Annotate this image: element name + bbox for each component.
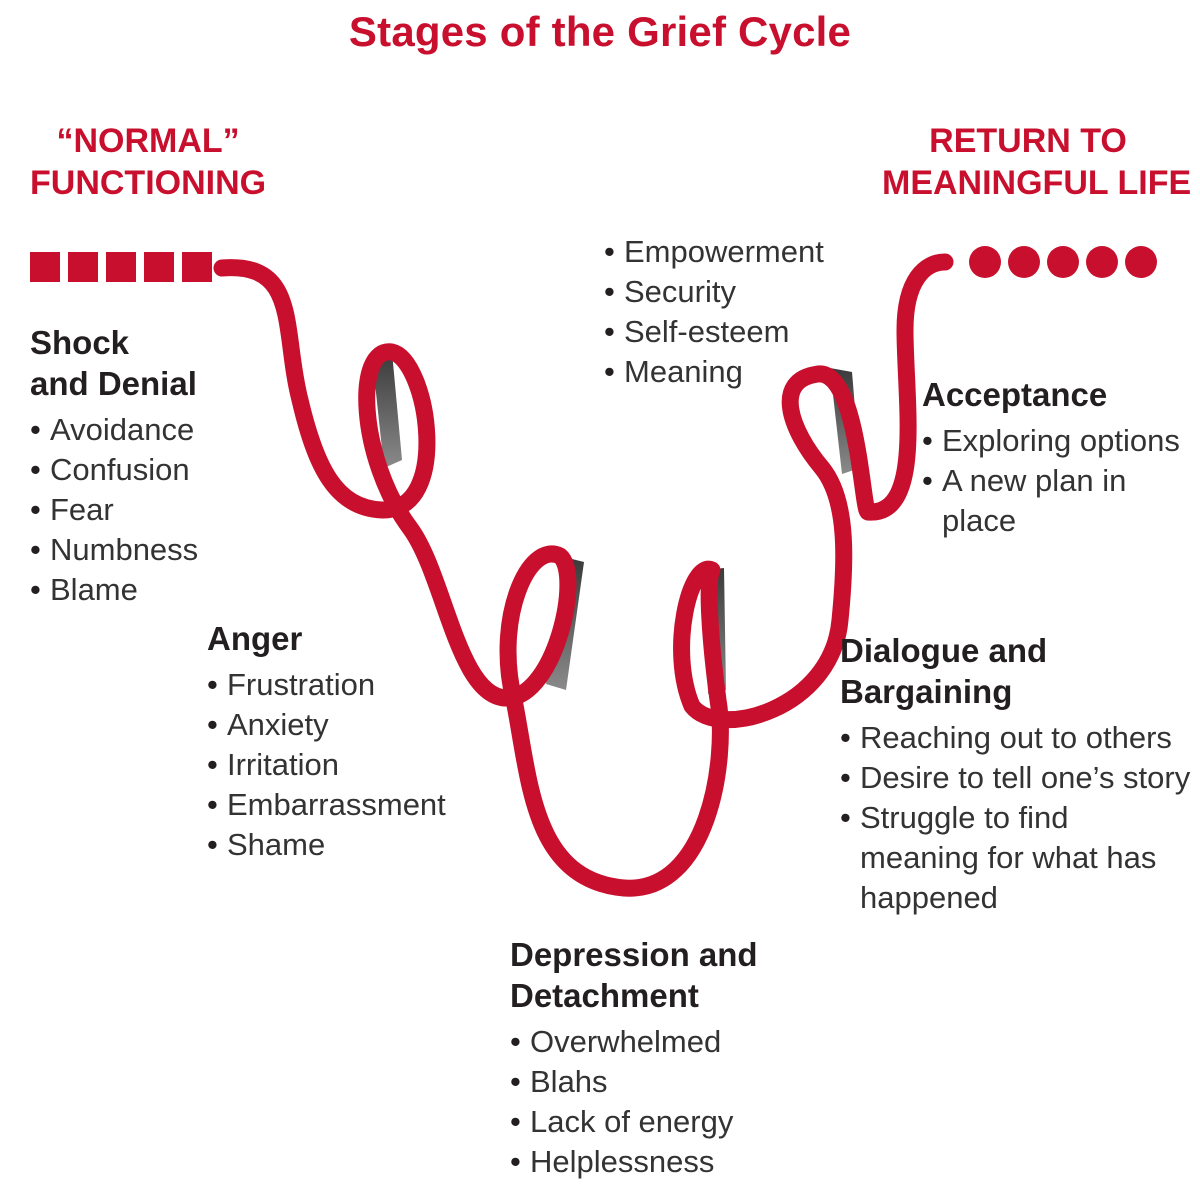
end-label-line2: MEANINGFUL LIFE	[882, 164, 1192, 202]
stage-acceptance: Acceptance Exploring options A new plan …	[922, 374, 1182, 541]
start-squares	[30, 252, 212, 282]
list-item: Confusion	[30, 450, 198, 490]
stage-items: Overwhelmed Blahs Lack of energy Helples…	[510, 1022, 758, 1182]
stage-anger: Anger Frustration Anxiety Irritation Emb…	[207, 618, 446, 865]
list-item: Helplessness	[510, 1142, 758, 1182]
stage-items: Empowerment Security Self-esteem Meaning	[604, 232, 824, 392]
list-item: Embarrassment	[207, 785, 446, 825]
list-item: Lack of energy	[510, 1102, 758, 1142]
start-label-line1: “NORMAL”	[56, 122, 240, 160]
stage-dialogue-and-bargaining: Dialogue and Bargaining Reaching out to …	[840, 630, 1190, 918]
list-item: Blame	[30, 570, 198, 610]
stage-meaning: Empowerment Security Self-esteem Meaning	[604, 232, 824, 392]
list-item: Overwhelmed	[510, 1022, 758, 1062]
stage-title: Acceptance	[922, 376, 1108, 413]
stage-depression-and-detachment: Depression and Detachment Overwhelmed Bl…	[510, 934, 758, 1182]
list-item: Reaching out to others	[840, 718, 1185, 758]
list-item: Meaning	[604, 352, 824, 392]
end-label-line1: RETURN TO	[929, 122, 1127, 160]
list-item: Fear	[30, 490, 198, 530]
stage-items: Frustration Anxiety Irritation Embarrass…	[207, 665, 446, 865]
list-item: Blahs	[510, 1062, 758, 1102]
stage-items: Reaching out to others Desire to tell on…	[840, 718, 1190, 918]
list-item: Anxiety	[207, 705, 446, 745]
start-label-line2: FUNCTIONING	[30, 164, 267, 202]
stage-title: Shock and Denial	[30, 324, 197, 402]
list-item: Irritation	[207, 745, 446, 785]
stage-title: Anger	[207, 620, 303, 657]
end-label: RETURN TO MEANINGFUL LIFE	[882, 120, 1192, 204]
diagram-title: Stages of the Grief Cycle	[348, 8, 852, 55]
end-dots	[969, 246, 1157, 278]
start-label: “NORMAL” FUNCTIONING	[30, 120, 266, 204]
stage-items: Exploring options A new plan in place	[922, 421, 1182, 541]
list-item: Struggle to find meaning for what has ha…	[840, 798, 1160, 918]
list-item: Exploring options	[922, 421, 1182, 461]
stage-items: Avoidance Confusion Fear Numbness Blame	[30, 410, 198, 610]
list-item: Self-esteem	[604, 312, 824, 352]
list-item: Avoidance	[30, 410, 198, 450]
list-item: A new plan in place	[922, 461, 1142, 541]
list-item: Frustration	[207, 665, 446, 705]
stage-title: Dialogue and Bargaining	[840, 632, 1048, 710]
stage-title: Depression and Detachment	[510, 936, 758, 1014]
list-item: Numbness	[30, 530, 198, 570]
list-item: Shame	[207, 825, 446, 865]
list-item: Desire to tell one’s story	[840, 758, 1190, 798]
list-item: Security	[604, 272, 824, 312]
stage-shock-and-denial: Shock and Denial Avoidance Confusion Fea…	[30, 322, 198, 610]
list-item: Empowerment	[604, 232, 824, 272]
